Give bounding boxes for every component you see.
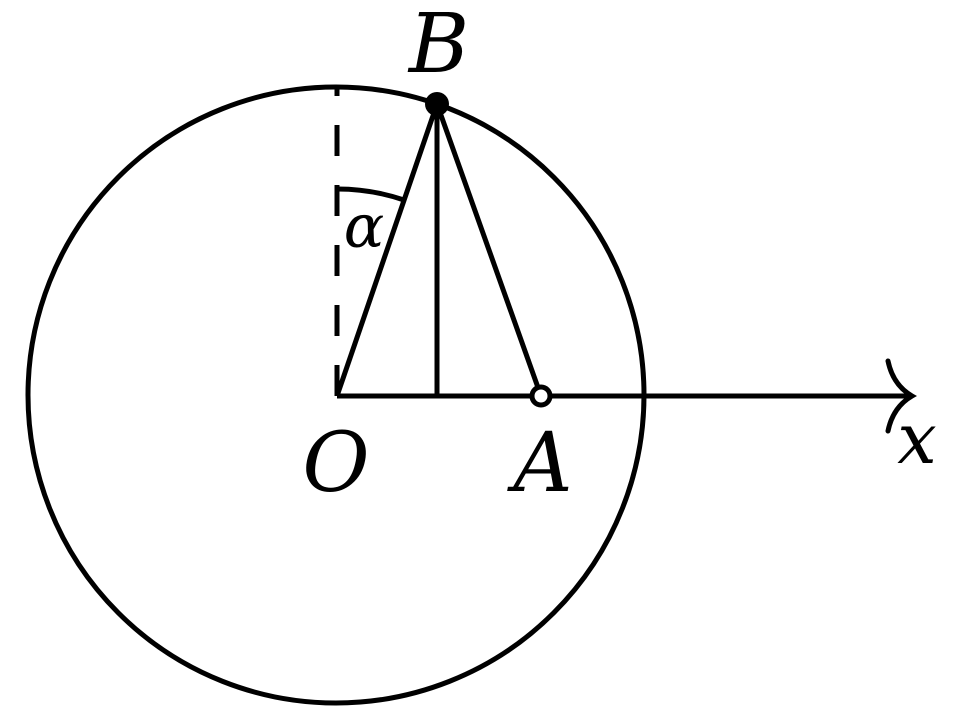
x-axis-arrowhead-icon — [885, 358, 917, 434]
segment-O-B — [334, 103, 440, 397]
label-x-axis: x — [897, 398, 936, 480]
label-alpha: α — [344, 192, 385, 262]
point-A-marker — [529, 384, 553, 408]
segment-B-A — [434, 103, 544, 397]
label-A: A — [506, 416, 572, 511]
point-B-marker — [425, 92, 449, 116]
angle-alpha-arc — [336, 186, 405, 203]
label-O: O — [302, 416, 369, 511]
label-B: B — [407, 0, 469, 92]
